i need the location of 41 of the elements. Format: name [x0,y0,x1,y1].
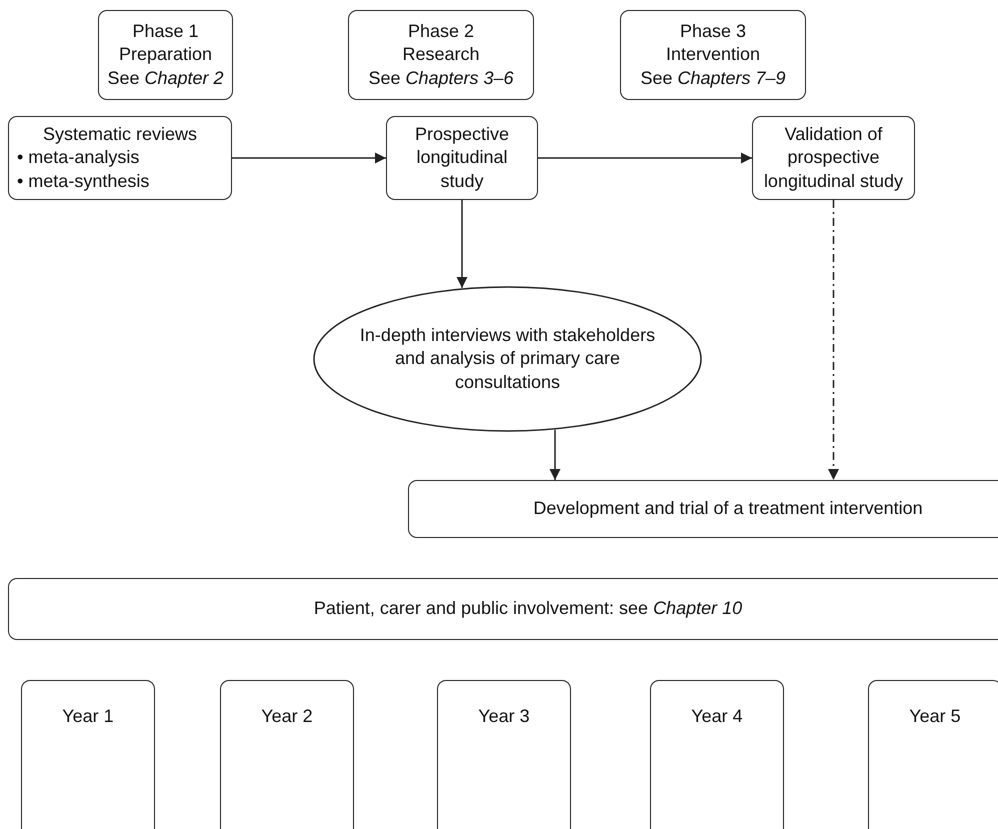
process-box [8,578,998,640]
box-text: Year 3 [478,705,530,728]
box-text: Validation of prospective longitudinal study [762,122,904,193]
box-text: Patient, carer and public involvement: see Chapter 10 [314,597,742,620]
box-heading: Phase 2 [408,20,474,43]
process-box [437,680,571,829]
process-box [8,116,232,200]
box-text: Year 5 [909,705,961,728]
box-heading: Systematic reviews [42,122,198,146]
box-text: Research [402,43,480,66]
process-box [408,480,998,538]
box-text: See Chapters 3–6 [368,66,514,90]
box-text: Prospective longitudinal study [414,122,510,193]
box-heading: Phase 3 [680,20,746,43]
arrow [550,430,560,480]
process-box [386,116,538,200]
process-box [620,10,806,100]
arrow [828,200,839,480]
process-box [98,10,233,100]
box-text: Year 2 [261,705,313,728]
box-text: • meta-synthesis [17,170,150,193]
process-ellipse [313,286,702,432]
box-text: Development and trial of a treatment intervention [533,497,923,520]
process-box [21,680,155,829]
process-box [348,10,534,100]
box-text: • meta-analysis [17,146,140,170]
process-box [220,680,354,829]
box-text: Preparation [118,43,212,66]
process-box [752,116,915,200]
box-heading: Phase 1 [132,20,199,43]
box-text: Year 4 [691,705,743,728]
process-box [868,680,998,829]
box-text: In-depth interviews with stakeholders and analysis of primary care consultations [358,324,656,394]
box-text: See Chapters 7–9 [640,66,786,90]
box-text: See Chapter 2 [107,66,224,90]
box-text: Year 1 [62,705,114,728]
arrow [456,200,468,288]
arrow [538,152,752,164]
arrow [232,152,386,164]
process-box [650,680,784,829]
box-text: Intervention [666,43,760,66]
